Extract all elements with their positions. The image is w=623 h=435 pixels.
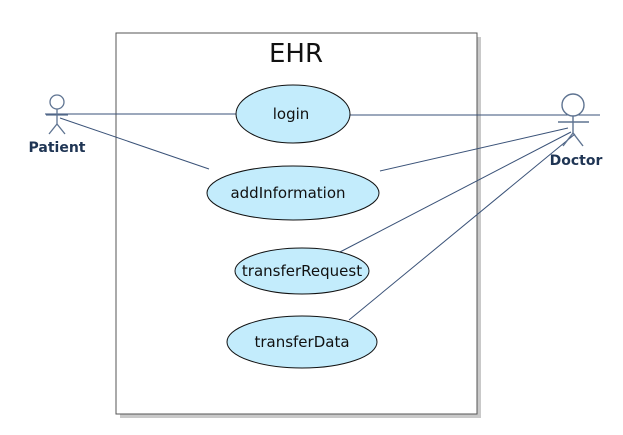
use-case-add-information-shape	[206, 165, 380, 221]
actor-patient-left-leg	[48, 123, 58, 135]
use-case-transfer-data-shape	[226, 315, 378, 369]
association-patient-addinformation	[59, 117, 210, 170]
system-title: EHR	[269, 39, 323, 69]
use-case-login-shape	[235, 84, 351, 144]
use-case-add-information[interactable]: addInformation	[206, 165, 380, 221]
actor-doctor-label: Doctor	[550, 153, 603, 169]
association-doctor-transferrequest	[339, 131, 572, 253]
actor-patient[interactable]	[46, 94, 68, 135]
use-case-transfer-data[interactable]: transferData	[226, 315, 378, 369]
use-case-transfer-request-label: transferRequest	[242, 262, 362, 280]
use-case-transfer-request-shape	[234, 247, 370, 295]
use-case-login[interactable]: login	[235, 84, 351, 144]
actor-doctor-head	[561, 93, 585, 117]
actor-patient-head	[49, 94, 65, 110]
actor-doctor-right-leg	[572, 132, 584, 147]
use-case-add-information-label: addInformation	[230, 184, 345, 202]
actor-patient-right-leg	[56, 123, 66, 135]
use-case-login-label: login	[273, 105, 310, 123]
actor-doctor-left-leg	[562, 132, 574, 147]
actor-doctor[interactable]	[558, 93, 589, 147]
actor-patient-label: Patient	[29, 140, 86, 156]
association-doctor-transferdata	[348, 133, 576, 321]
association-lines	[45, 113, 600, 321]
use-case-transfer-request[interactable]: transferRequest	[234, 247, 370, 295]
association-doctor-addinformation	[379, 127, 569, 172]
use-case-transfer-data-label: transferData	[254, 333, 349, 351]
